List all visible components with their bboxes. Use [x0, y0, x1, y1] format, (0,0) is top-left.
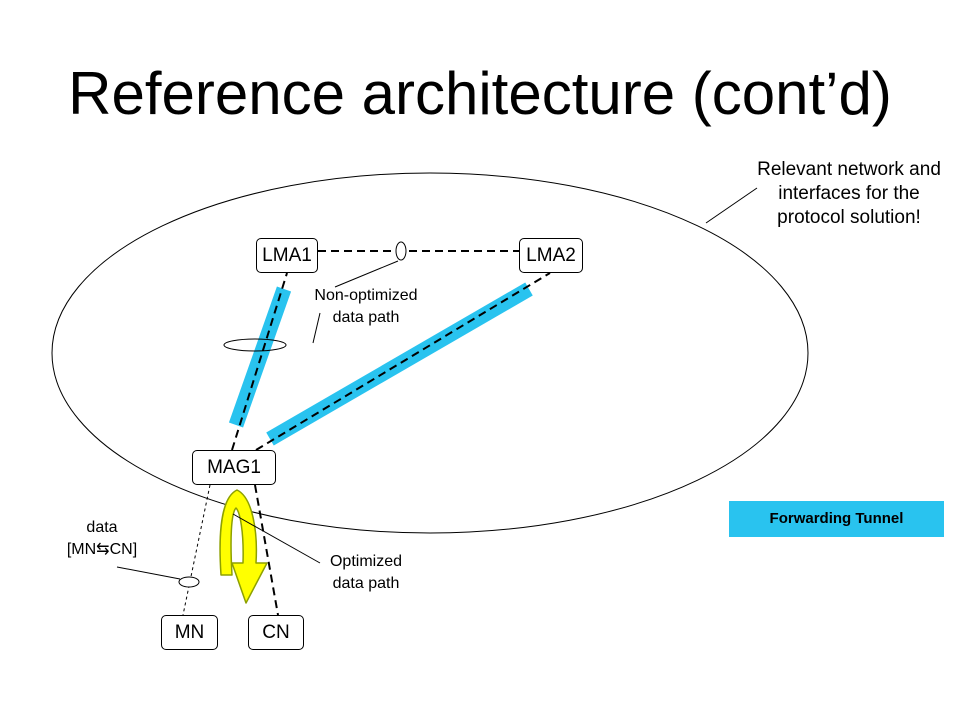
tunnel-callout-line [312, 312, 321, 344]
optimized-line1: Optimized [329, 553, 403, 570]
non-optimized-path-label: Non-optimized data path [296, 285, 436, 329]
node-lma2-label: LMA2 [526, 245, 576, 266]
optimized-callout-line [232, 513, 321, 564]
data-callout-line [116, 566, 181, 580]
data-line2: [MN⇆CN] [32, 539, 172, 561]
node-lma1: LMA1 [256, 238, 318, 273]
node-cn-label: CN [262, 622, 290, 643]
path-mag1-mn [182, 484, 211, 616]
non-optimized-line2: data path [332, 309, 400, 326]
node-lma1-label: LMA1 [262, 245, 312, 266]
interface-marker-ellipse [395, 241, 407, 261]
data-label: data [MN⇆CN] [32, 517, 172, 561]
optimized-path-arrow [219, 489, 268, 604]
node-mag1: MAG1 [192, 450, 276, 485]
slide-title: Reference architecture (cont’d) [68, 60, 892, 127]
data-line1: data [86, 519, 118, 536]
path-mag1-lma1 [231, 272, 288, 451]
tunnel-marker-ellipse [223, 338, 287, 352]
node-lma2: LMA2 [519, 238, 583, 273]
optimized-line2: data path [332, 575, 400, 592]
nonopt-callout-line [334, 260, 399, 288]
network-callout-line [705, 187, 758, 224]
network-boundary-ellipse [51, 172, 809, 534]
mn-marker-ellipse [178, 576, 200, 588]
bidirectional-arrow-icon: ⇆ [96, 541, 110, 558]
node-mn-label: MN [174, 622, 205, 643]
path-mag1-cn [254, 484, 279, 616]
optimized-path-label: Optimized data path [296, 551, 436, 595]
relevant-network-note: Relevant network and interfaces for the … [757, 159, 941, 228]
data-mn-text: [MN [66, 541, 97, 558]
data-cn-text: CN] [109, 541, 138, 558]
node-mag1-label: MAG1 [207, 457, 261, 478]
non-optimized-line1: Non-optimized [314, 287, 418, 304]
node-cn: CN [248, 615, 304, 650]
tunnel-lma2-mag1 [266, 282, 533, 446]
legend-forwarding-tunnel: Forwarding Tunnel [729, 501, 944, 537]
path-mag1-lma2 [255, 272, 551, 451]
node-mn: MN [161, 615, 218, 650]
